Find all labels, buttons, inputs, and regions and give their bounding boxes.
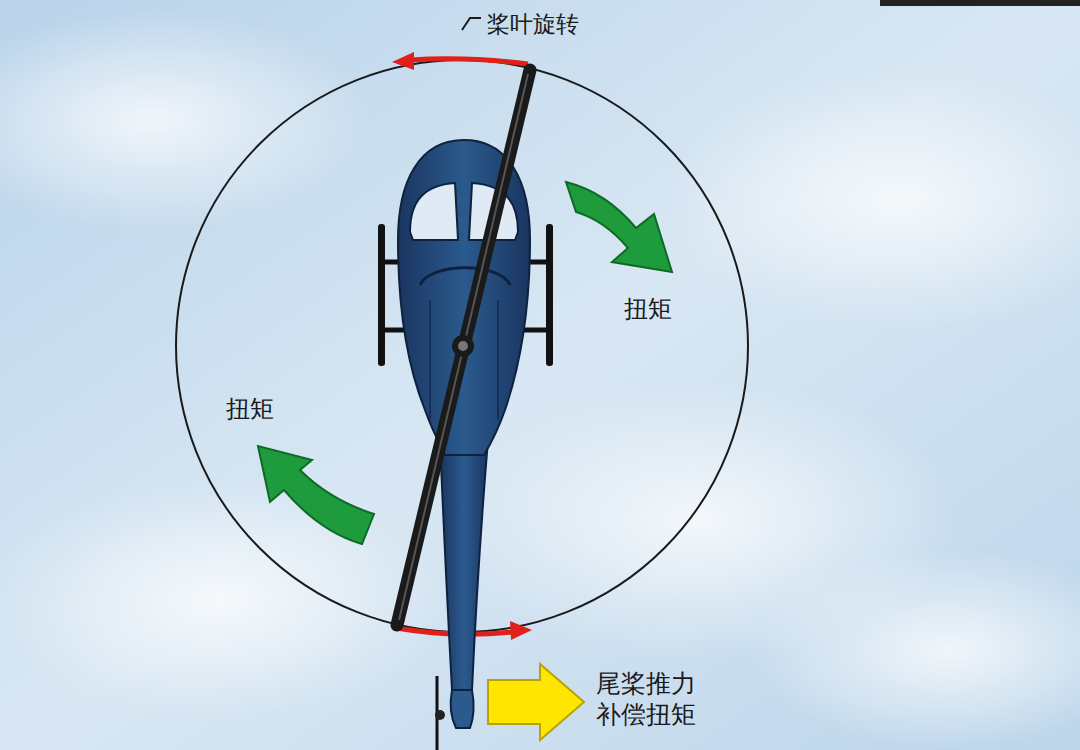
top-edge-bar xyxy=(880,0,1080,6)
leader-line xyxy=(462,18,481,30)
helicopter-body xyxy=(378,140,553,750)
torque-label: 扭矩 xyxy=(226,394,274,424)
thrust-label: 尾桨推力 补偿扭矩 xyxy=(596,668,704,731)
clouds xyxy=(0,10,1080,750)
rotation-label: 桨叶旋转 xyxy=(487,10,579,39)
main-rotor-blade xyxy=(397,70,530,625)
torque-label: 扭矩 xyxy=(624,294,672,324)
thrust-arrow xyxy=(488,664,584,740)
